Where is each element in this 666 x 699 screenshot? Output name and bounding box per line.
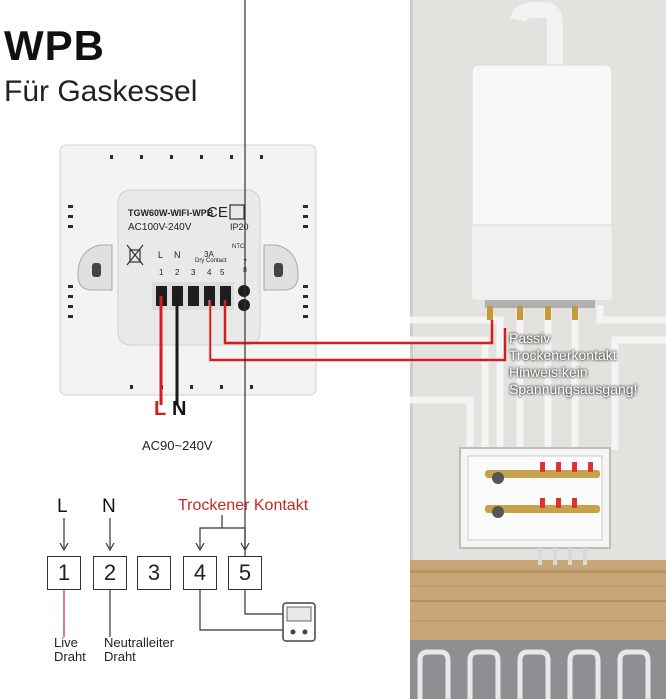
ip-rating: IP20 xyxy=(230,222,249,232)
device-model: TGW60W-WIFI-WPB xyxy=(128,208,214,218)
page-title: WPB xyxy=(4,22,105,69)
page-subtitle: Für Gaskessel xyxy=(4,75,198,108)
thermostat-device xyxy=(59,144,317,396)
heating-pipes xyxy=(410,305,666,450)
boiler-icon xyxy=(282,602,316,642)
gas-boiler xyxy=(471,1,613,320)
device-terminal-2: 2 xyxy=(175,268,180,277)
device-rating: 3A xyxy=(204,250,214,259)
supply-N-label: N xyxy=(172,398,187,420)
device-terminal-1: 1 xyxy=(159,268,164,277)
dry-contact-text: Dry Contact xyxy=(195,258,227,264)
ntc-terminal-8: 8 xyxy=(243,267,247,274)
boiler-note-line-2: Trockenerkontakt xyxy=(509,347,617,363)
neutral-wire-label: Neutralleiter Draht xyxy=(104,635,175,664)
schematic-N: N xyxy=(102,496,116,517)
live-wire-label: Live Draht xyxy=(54,635,86,664)
boiler-note-line-1: Passiv xyxy=(509,330,551,346)
schematic-terminal-5: 5 xyxy=(228,556,262,590)
device-terminal-4: 4 xyxy=(207,268,212,277)
schematic-lines xyxy=(59,0,283,637)
boiler-note: Passiv Trockenerkontakt Hinweis:kein Spa… xyxy=(509,330,637,398)
schematic-terminal-4: 4 xyxy=(183,556,217,590)
schematic-terminal-3: 3 xyxy=(137,556,171,590)
boiler-note-line-3: Hinweis:kein xyxy=(509,364,588,380)
ntc-label: NTC xyxy=(232,244,245,250)
ntc-terminal-7: 7 xyxy=(243,259,247,266)
device-voltage: AC100V-240V xyxy=(128,222,192,233)
terminal-N-text: N xyxy=(174,250,181,260)
device-terminal-3: 3 xyxy=(191,268,196,277)
supply-L-label: L xyxy=(154,398,167,420)
dry-contact-label: Trockener Kontakt xyxy=(178,497,309,514)
supply-voltage: AC90~240V xyxy=(142,438,213,453)
schematic-terminal-2: 2 xyxy=(93,556,127,590)
terminal-L-text: L xyxy=(158,250,164,260)
boiler-note-line-4: Spannungsausgang! xyxy=(509,381,638,397)
device-terminal-5: 5 xyxy=(220,268,225,277)
wiring xyxy=(159,296,508,405)
floor-heating-pipes xyxy=(417,649,651,699)
manifold-cabinet xyxy=(459,447,611,565)
ce-mark: CE xyxy=(207,204,228,221)
schematic-L: L xyxy=(57,496,68,517)
schematic-terminal-1: 1 xyxy=(47,556,81,590)
